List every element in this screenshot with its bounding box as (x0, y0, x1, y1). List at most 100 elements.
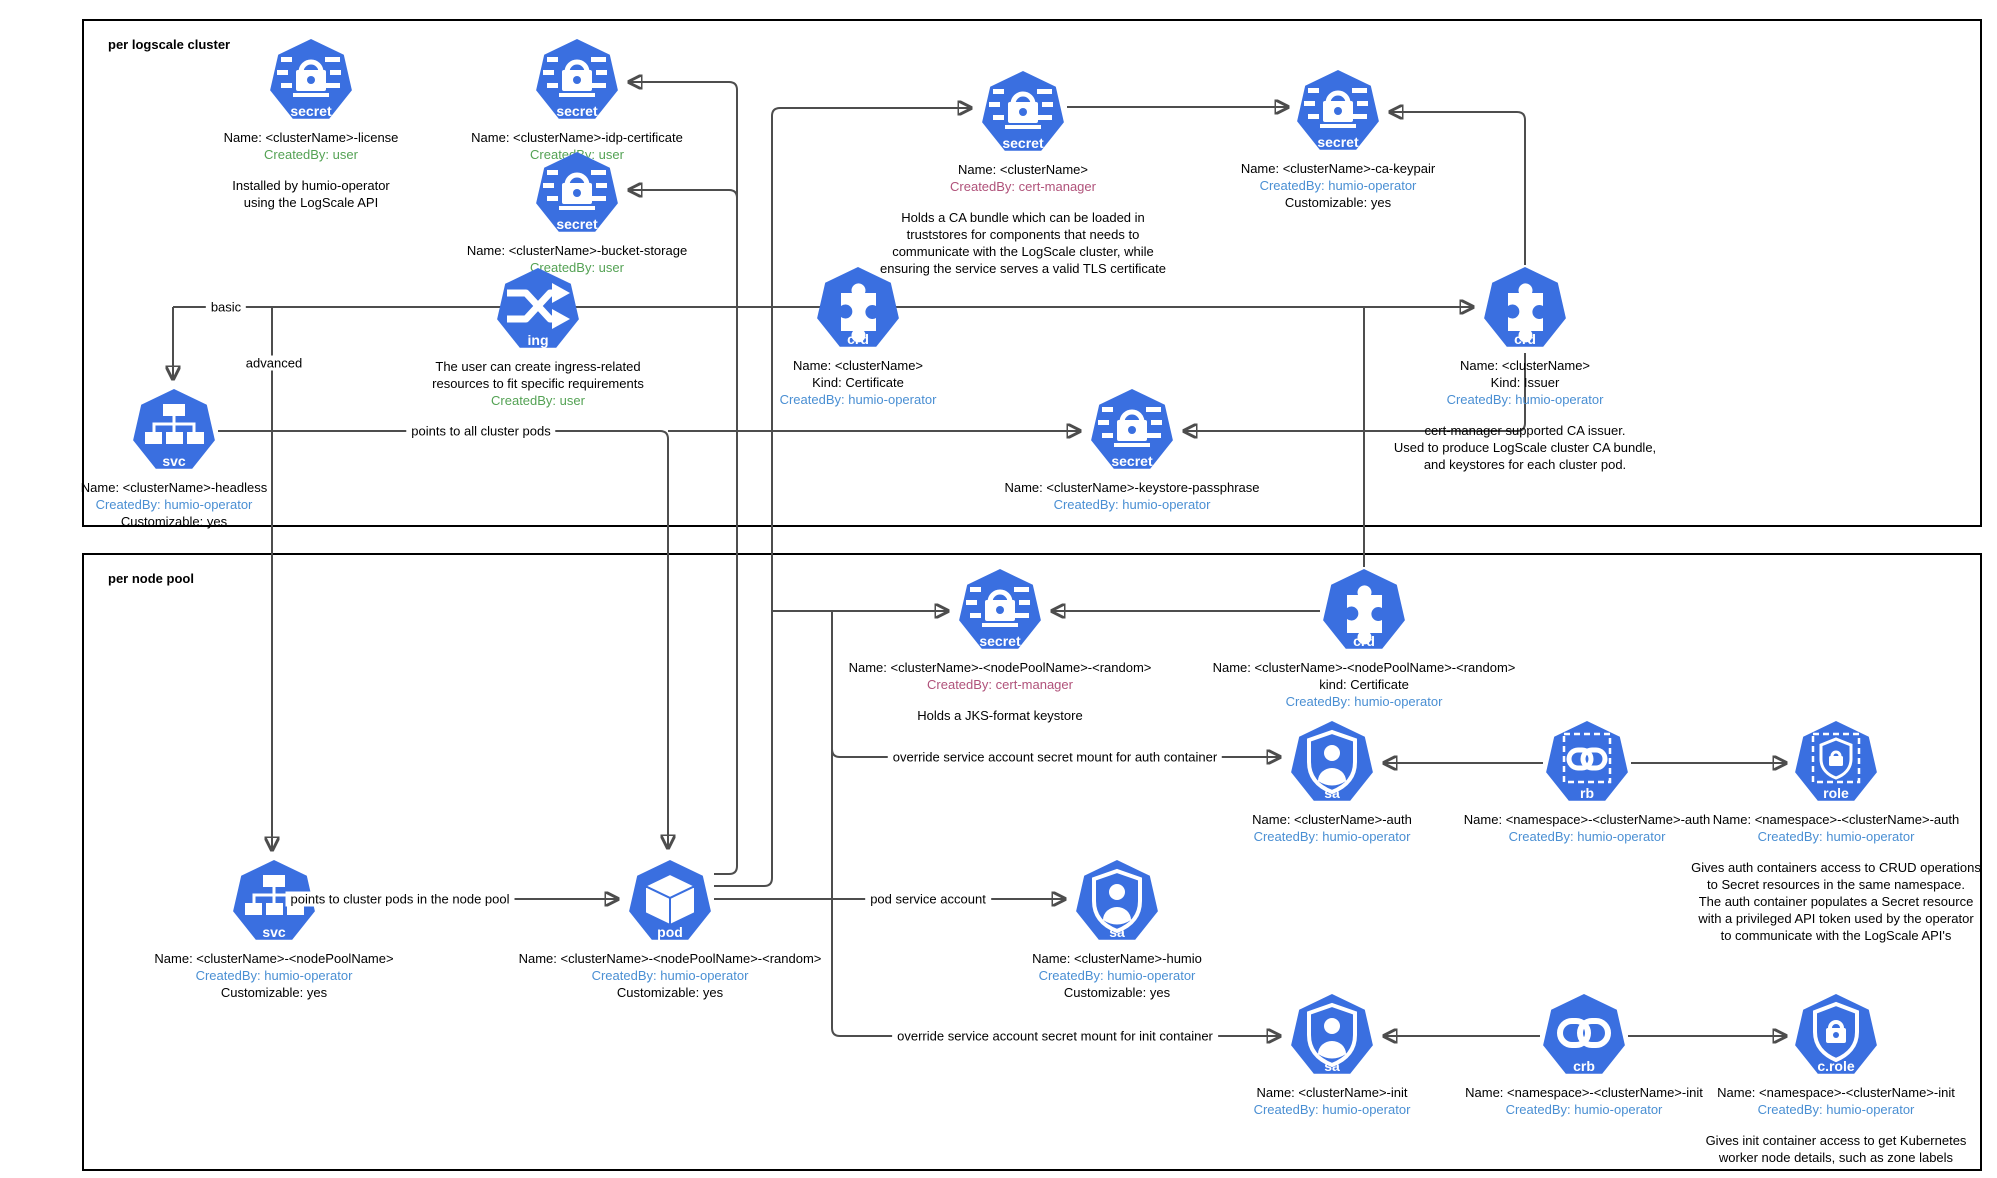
crd-icon: crd (1320, 567, 1408, 649)
node-name: Name: <clusterName>-auth (1252, 812, 1412, 827)
per-node-pool-box: per node pool (82, 553, 1982, 1171)
service-icon: svc (130, 387, 218, 475)
service-account-icon: sa (1073, 858, 1161, 946)
node-name: Name: <clusterName>-<nodePoolName>-<rand… (518, 951, 822, 966)
node-name: Name: <clusterName>-bucket-storage (466, 243, 688, 258)
customizable: Customizable: yes (616, 985, 724, 1000)
node-name: Name: <clusterName>-<nodePoolName> (154, 951, 394, 966)
svg-text:ing: ing (528, 332, 549, 348)
created-by: CreatedBy: humio-operator (195, 968, 353, 983)
node-note: Installed by humio-operator using the Lo… (232, 178, 390, 210)
created-by: CreatedBy: humio-operator (1053, 497, 1211, 512)
service-icon: svc (230, 858, 318, 946)
created-by: CreatedBy: humio-operator (1446, 392, 1604, 407)
svg-text:pod: pod (657, 924, 683, 940)
secret-icon: secret (533, 150, 621, 238)
edge-override-bus (831, 611, 1280, 1036)
edge-bus-to-idp-secret (629, 82, 738, 875)
node-bucket-storage-secret: secret Name: <clusterName>-bucket-storag… (387, 150, 767, 276)
svg-text:crb: crb (1573, 1058, 1595, 1074)
crd-icon: crd (814, 265, 902, 347)
node-name: Name: <namespace>-<clusterName>-auth (1712, 812, 1960, 827)
edge-issuer-to-ca-keypair (1390, 112, 1526, 265)
created-by: CreatedBy: humio-operator (1253, 1102, 1411, 1117)
edge-bus-to-bucket-secret (629, 190, 738, 199)
edge-issuer-to-keystore (1184, 353, 1526, 431)
node-name: Name: <clusterName>-ca-keypair (1240, 161, 1436, 176)
node-keystore-passphrase-secret: secret Name: <clusterName>-keystore-pass… (942, 387, 1322, 513)
edge-headless-svc-to-pod (218, 430, 668, 848)
created-by: CreatedBy: user (491, 393, 585, 408)
svg-text:sa: sa (1109, 924, 1125, 940)
svg-text:secret: secret (979, 633, 1021, 649)
node-name: Name: <clusterName>-license (223, 130, 399, 145)
node-note: Gives auth containers access to CRUD ope… (1691, 860, 1981, 943)
per-logscale-cluster-title: per logscale cluster (108, 37, 231, 52)
created-by: CreatedBy: user (530, 260, 624, 275)
created-by: CreatedBy: humio-operator (1038, 968, 1196, 983)
per-logscale-cluster-box: per logscale cluster (82, 19, 1982, 527)
crd-icon: crd (1481, 265, 1569, 347)
pod-icon: pod (626, 858, 714, 946)
node-certificate-crd: crd Name: <clusterName> Kind: Certificate… (668, 265, 1048, 408)
svg-text:crd: crd (1514, 331, 1536, 347)
node-idp-certificate-secret: secret Name: <clusterName>-idp-certifica… (387, 37, 767, 163)
created-by: CreatedBy: humio-operator (1505, 1102, 1663, 1117)
node-nodepool-certificate-crd: crd Name: <clusterName>-<nodePoolName>-<… (1174, 567, 1554, 710)
customizable: Customizable: yes (120, 514, 228, 529)
node-name: Name: <clusterName>-<nodePoolName>-<rand… (1212, 660, 1516, 675)
node-name: Name: <clusterName> (957, 162, 1089, 177)
created-by: CreatedBy: cert-manager (927, 677, 1073, 692)
created-by: CreatedBy: humio-operator (1285, 694, 1443, 709)
edge-override-auth (831, 748, 1280, 757)
created-by: CreatedBy: humio-operator (1757, 1102, 1915, 1117)
edge-label-advanced: advanced (240, 355, 308, 371)
created-by: CreatedBy: humio-operator (1259, 178, 1417, 193)
secret-icon: secret (1294, 68, 1382, 156)
created-by: CreatedBy: humio-operator (779, 392, 937, 407)
svg-text:c.role: c.role (1817, 1058, 1855, 1074)
node-name: Name: <clusterName>-idp-certificate (471, 130, 683, 145)
node-name: Name: <namespace>-<clusterName>-init (1717, 1085, 1955, 1100)
node-note: Gives init container access to get Kuber… (1705, 1133, 1967, 1165)
edge-label-basic: basic (205, 299, 247, 315)
created-by: CreatedBy: humio-operator (1508, 829, 1666, 844)
ingress-icon: ing (494, 266, 582, 354)
node-name: Name: <clusterName>-keystore-passphrase (1004, 480, 1260, 495)
customizable: Customizable: yes (1284, 195, 1392, 210)
node-name: Name: <namespace>-<clusterName>-init (1465, 1085, 1703, 1100)
secret-icon: secret (267, 37, 355, 125)
edge-label-override-init: override service account secret mount fo… (892, 1028, 1218, 1044)
service-account-icon: sa (1288, 719, 1376, 807)
svg-text:role: role (1823, 785, 1849, 801)
svg-text:svc: svc (262, 924, 286, 940)
created-by: CreatedBy: cert-manager (950, 179, 1096, 194)
svg-text:rb: rb (1580, 785, 1594, 801)
edge-label-points-to-node-pool-pods: points to cluster pods in the node pool (285, 891, 515, 907)
node-name: Name: <clusterName> (792, 358, 924, 373)
created-by: CreatedBy: humio-operator (591, 968, 749, 983)
secret-icon: secret (979, 69, 1067, 157)
node-note: Holds a CA bundle which can be loaded in… (880, 210, 1166, 276)
svg-text:sa: sa (1324, 785, 1340, 801)
customizable: Customizable: yes (1063, 985, 1171, 1000)
node-name: Name: <clusterName> (1459, 358, 1591, 373)
svg-text:svc: svc (162, 453, 186, 469)
created-by: CreatedBy: humio-operator (1253, 829, 1411, 844)
node-clusterrole: c.role Name: <namespace>-<clusterName>-i… (1666, 992, 1997, 1166)
node-note: cert-manager supported CA issuer. Used t… (1393, 423, 1657, 472)
secret-icon: secret (956, 567, 1044, 655)
customizable: Customizable: yes (220, 985, 328, 1000)
node-kind: Kind: Issuer (1490, 375, 1560, 390)
svg-text:crd: crd (847, 331, 869, 347)
clusterrolebinding-icon: crb (1540, 992, 1628, 1080)
node-kind: Kind: Certificate (812, 375, 904, 390)
svg-text:secret: secret (1002, 135, 1044, 151)
edge-label-points-to-all-cluster-pods: points to all cluster pods (406, 423, 556, 439)
